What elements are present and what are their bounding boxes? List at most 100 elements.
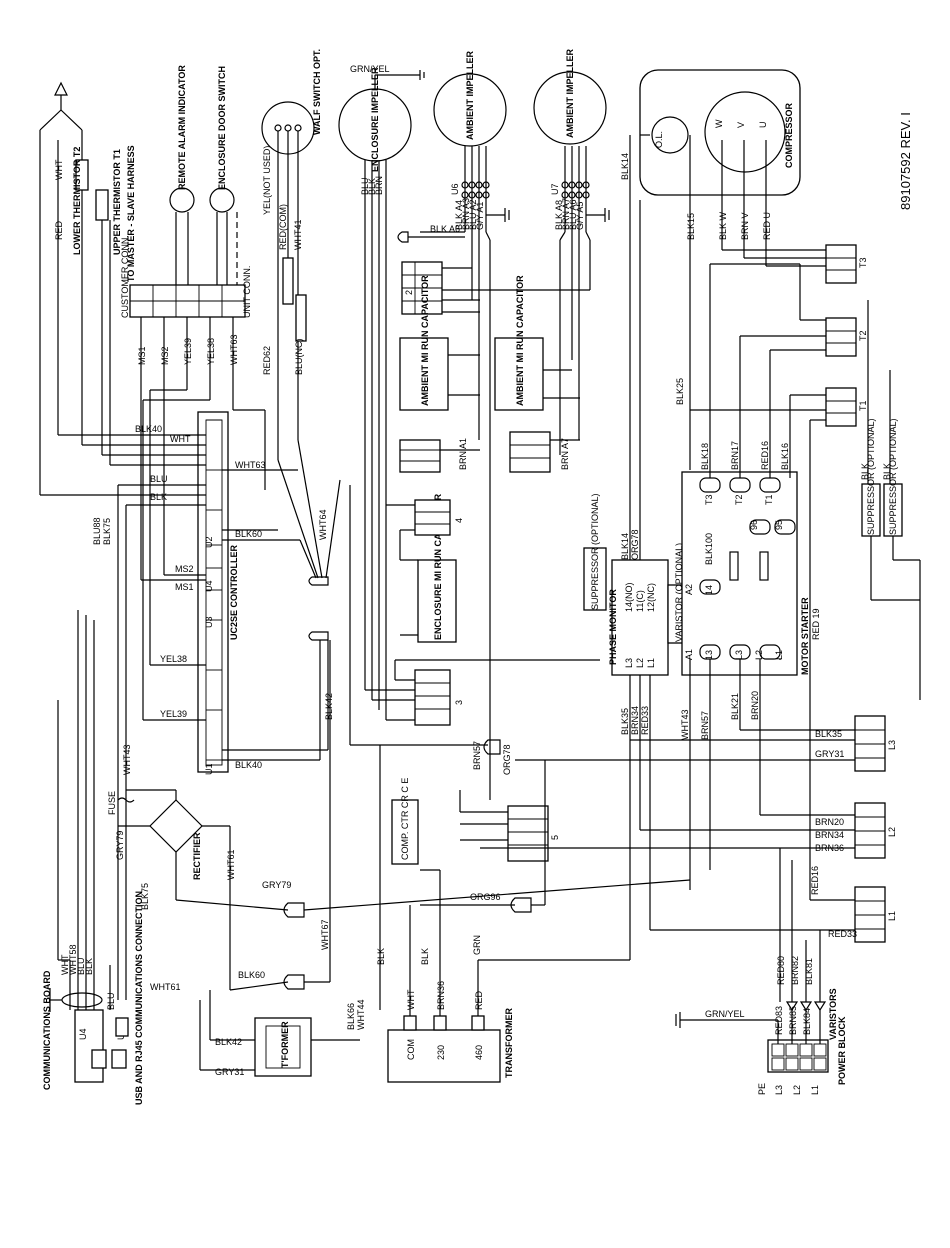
communications-board [74,1009,104,1083]
svg-text:U1: U1 [204,763,214,775]
svg-text:BRN85: BRN85 [788,1006,798,1035]
remote-alarm-indicator [169,187,195,213]
svg-text:RED16: RED16 [760,441,770,470]
svg-text:BLK A4: BLK A4 [454,200,464,230]
svg-text:SUPPRESSOR (OPTIONAL): SUPPRESSOR (OPTIONAL) [590,493,600,610]
svg-text:BLK A8: BLK A8 [554,200,564,230]
wire-blk-w: BLK W [718,211,728,240]
svg-text:PHASE MONITOR: PHASE MONITOR [608,589,618,665]
wire-brn-v: BRN V [740,212,750,240]
svg-text:WHT58: WHT58 [68,944,78,975]
svg-text:U3: U3 [204,616,214,628]
svg-text:BRN A7: BRN A7 [561,198,571,230]
svg-text:L2: L2 [754,650,764,660]
svg-text:T2: T2 [734,494,744,505]
svg-text:BLK66: BLK66 [346,1003,356,1030]
terminal-block-l1: L1 [854,886,897,943]
plug-center-bottom [308,631,329,641]
terminal-block-t2: T2 [825,317,868,357]
svg-text:ENCLOSURE DOOR SWITCH: ENCLOSURE DOOR SWITCH [217,66,227,190]
svg-text:RED33: RED33 [828,929,857,939]
svg-text:BLK42: BLK42 [215,1037,242,1047]
svg-text:BLU A2: BLU A2 [468,199,478,230]
svg-text:WHT67: WHT67 [320,919,330,950]
svg-text:BLK: BLK [882,463,892,480]
svg-text:WHT: WHT [170,434,191,444]
walf-resistor-1 [282,257,294,305]
revision-label: 89107592 REV. I [898,112,913,210]
plug-wht61 [510,897,532,913]
compressor-terminal-u: U [758,122,768,129]
svg-text:BLK25: BLK25 [675,378,685,405]
svg-text:LOWER THERMISTOR T2: LOWER THERMISTOR T2 [72,147,82,255]
svg-text:U4: U4 [78,1028,88,1040]
svg-text:95: 95 [774,520,784,530]
svg-text:BLK: BLK [150,492,167,502]
wire-grnyel-top: GRN/YEL [350,64,390,74]
svg-text:BLU(NC): BLU(NC) [294,338,304,375]
svg-text:3: 3 [454,700,464,705]
plug-gry79 [283,974,305,990]
svg-text:WHT61: WHT61 [150,982,181,992]
svg-text:BLK16: BLK16 [780,443,790,470]
svg-text:BLU: BLU [76,957,86,975]
svg-text:WHT63: WHT63 [235,460,266,470]
svg-text:MOTOR STARTER: MOTOR STARTER [800,597,810,675]
svg-text:WALF SWITCH OPT.: WALF SWITCH OPT. [312,49,322,135]
svg-text:BLK75: BLK75 [102,518,112,545]
svg-text:4: 4 [454,518,464,523]
svg-text:BRN57: BRN57 [472,741,482,770]
svg-text:U6: U6 [450,183,460,195]
svg-text:BLK A6: BLK A6 [430,224,460,234]
svg-text:RED 19: RED 19 [811,608,821,640]
svg-text:GRN: GRN [472,935,482,955]
svg-text:COM: COM [406,1039,416,1060]
svg-text:ORG78: ORG78 [630,529,640,560]
svg-text:AMBIENT MI RUN CAPACITOR: AMBIENT MI RUN CAPACITOR [420,275,430,406]
svg-text:BLK: BLK [376,948,386,965]
plug-block-4 [414,499,451,536]
svg-text:L1: L1 [887,911,897,921]
ambient-run-cap-1 [399,337,449,411]
wire-enc-blu: BLU [360,177,370,195]
svg-text:YEL38: YEL38 [206,338,216,365]
svg-text:WHT43: WHT43 [680,709,690,740]
svg-text:SUPPRESSOR (OPTIONAL): SUPPRESSOR (OPTIONAL) [866,418,876,535]
svg-text:2: 2 [404,290,414,295]
svg-text:GRY31: GRY31 [215,1067,244,1077]
svg-text:G/Y A1: G/Y A1 [475,202,485,230]
svg-text:GRY79: GRY79 [262,880,291,890]
svg-text:L1: L1 [646,658,656,668]
wire-enc-blk: BLK [367,178,377,195]
svg-text:T'FORMER: T'FORMER [280,1021,290,1068]
plug-block-5 [507,805,549,862]
svg-text:GRY79: GRY79 [115,831,125,860]
svg-text:BRN34: BRN34 [815,830,844,840]
svg-text:BLK18: BLK18 [700,443,710,470]
svg-text:G/Y A5: G/Y A5 [575,202,585,230]
enclosure-run-cap [417,559,457,643]
compressor-housing [639,69,801,196]
svg-text:TO MASTER - SLAVE HARNESS: TO MASTER - SLAVE HARNESS [126,145,136,282]
svg-text:WHT43: WHT43 [122,744,132,775]
tformer [254,1017,312,1077]
compressor-terminal-w: W [714,119,724,128]
svg-text:U7: U7 [550,183,560,195]
svg-text:RED(COM): RED(COM) [278,204,288,250]
wire-enc-brn: BRN [374,176,384,195]
svg-text:AMBIENT MI RUN CAPACITOR: AMBIENT MI RUN CAPACITOR [515,275,525,406]
transformer [387,1029,501,1083]
plug-block-a7 [509,431,551,473]
svg-text:L1: L1 [810,1085,820,1095]
svg-text:RED62: RED62 [262,346,272,375]
svg-text:T2: T2 [858,330,868,341]
svg-text:BLK: BLK [860,463,870,480]
plug-blk42 [483,739,501,755]
svg-text:L2: L2 [887,827,897,837]
svg-text:UNIT CONN.: UNIT CONN. [242,266,252,318]
svg-text:BRN20: BRN20 [750,691,760,720]
svg-text:VARISTOR (OPTIONAL): VARISTOR (OPTIONAL) [674,543,684,642]
svg-text:BLK35: BLK35 [620,708,630,735]
svg-text:BRN A7: BRN A7 [560,438,570,470]
